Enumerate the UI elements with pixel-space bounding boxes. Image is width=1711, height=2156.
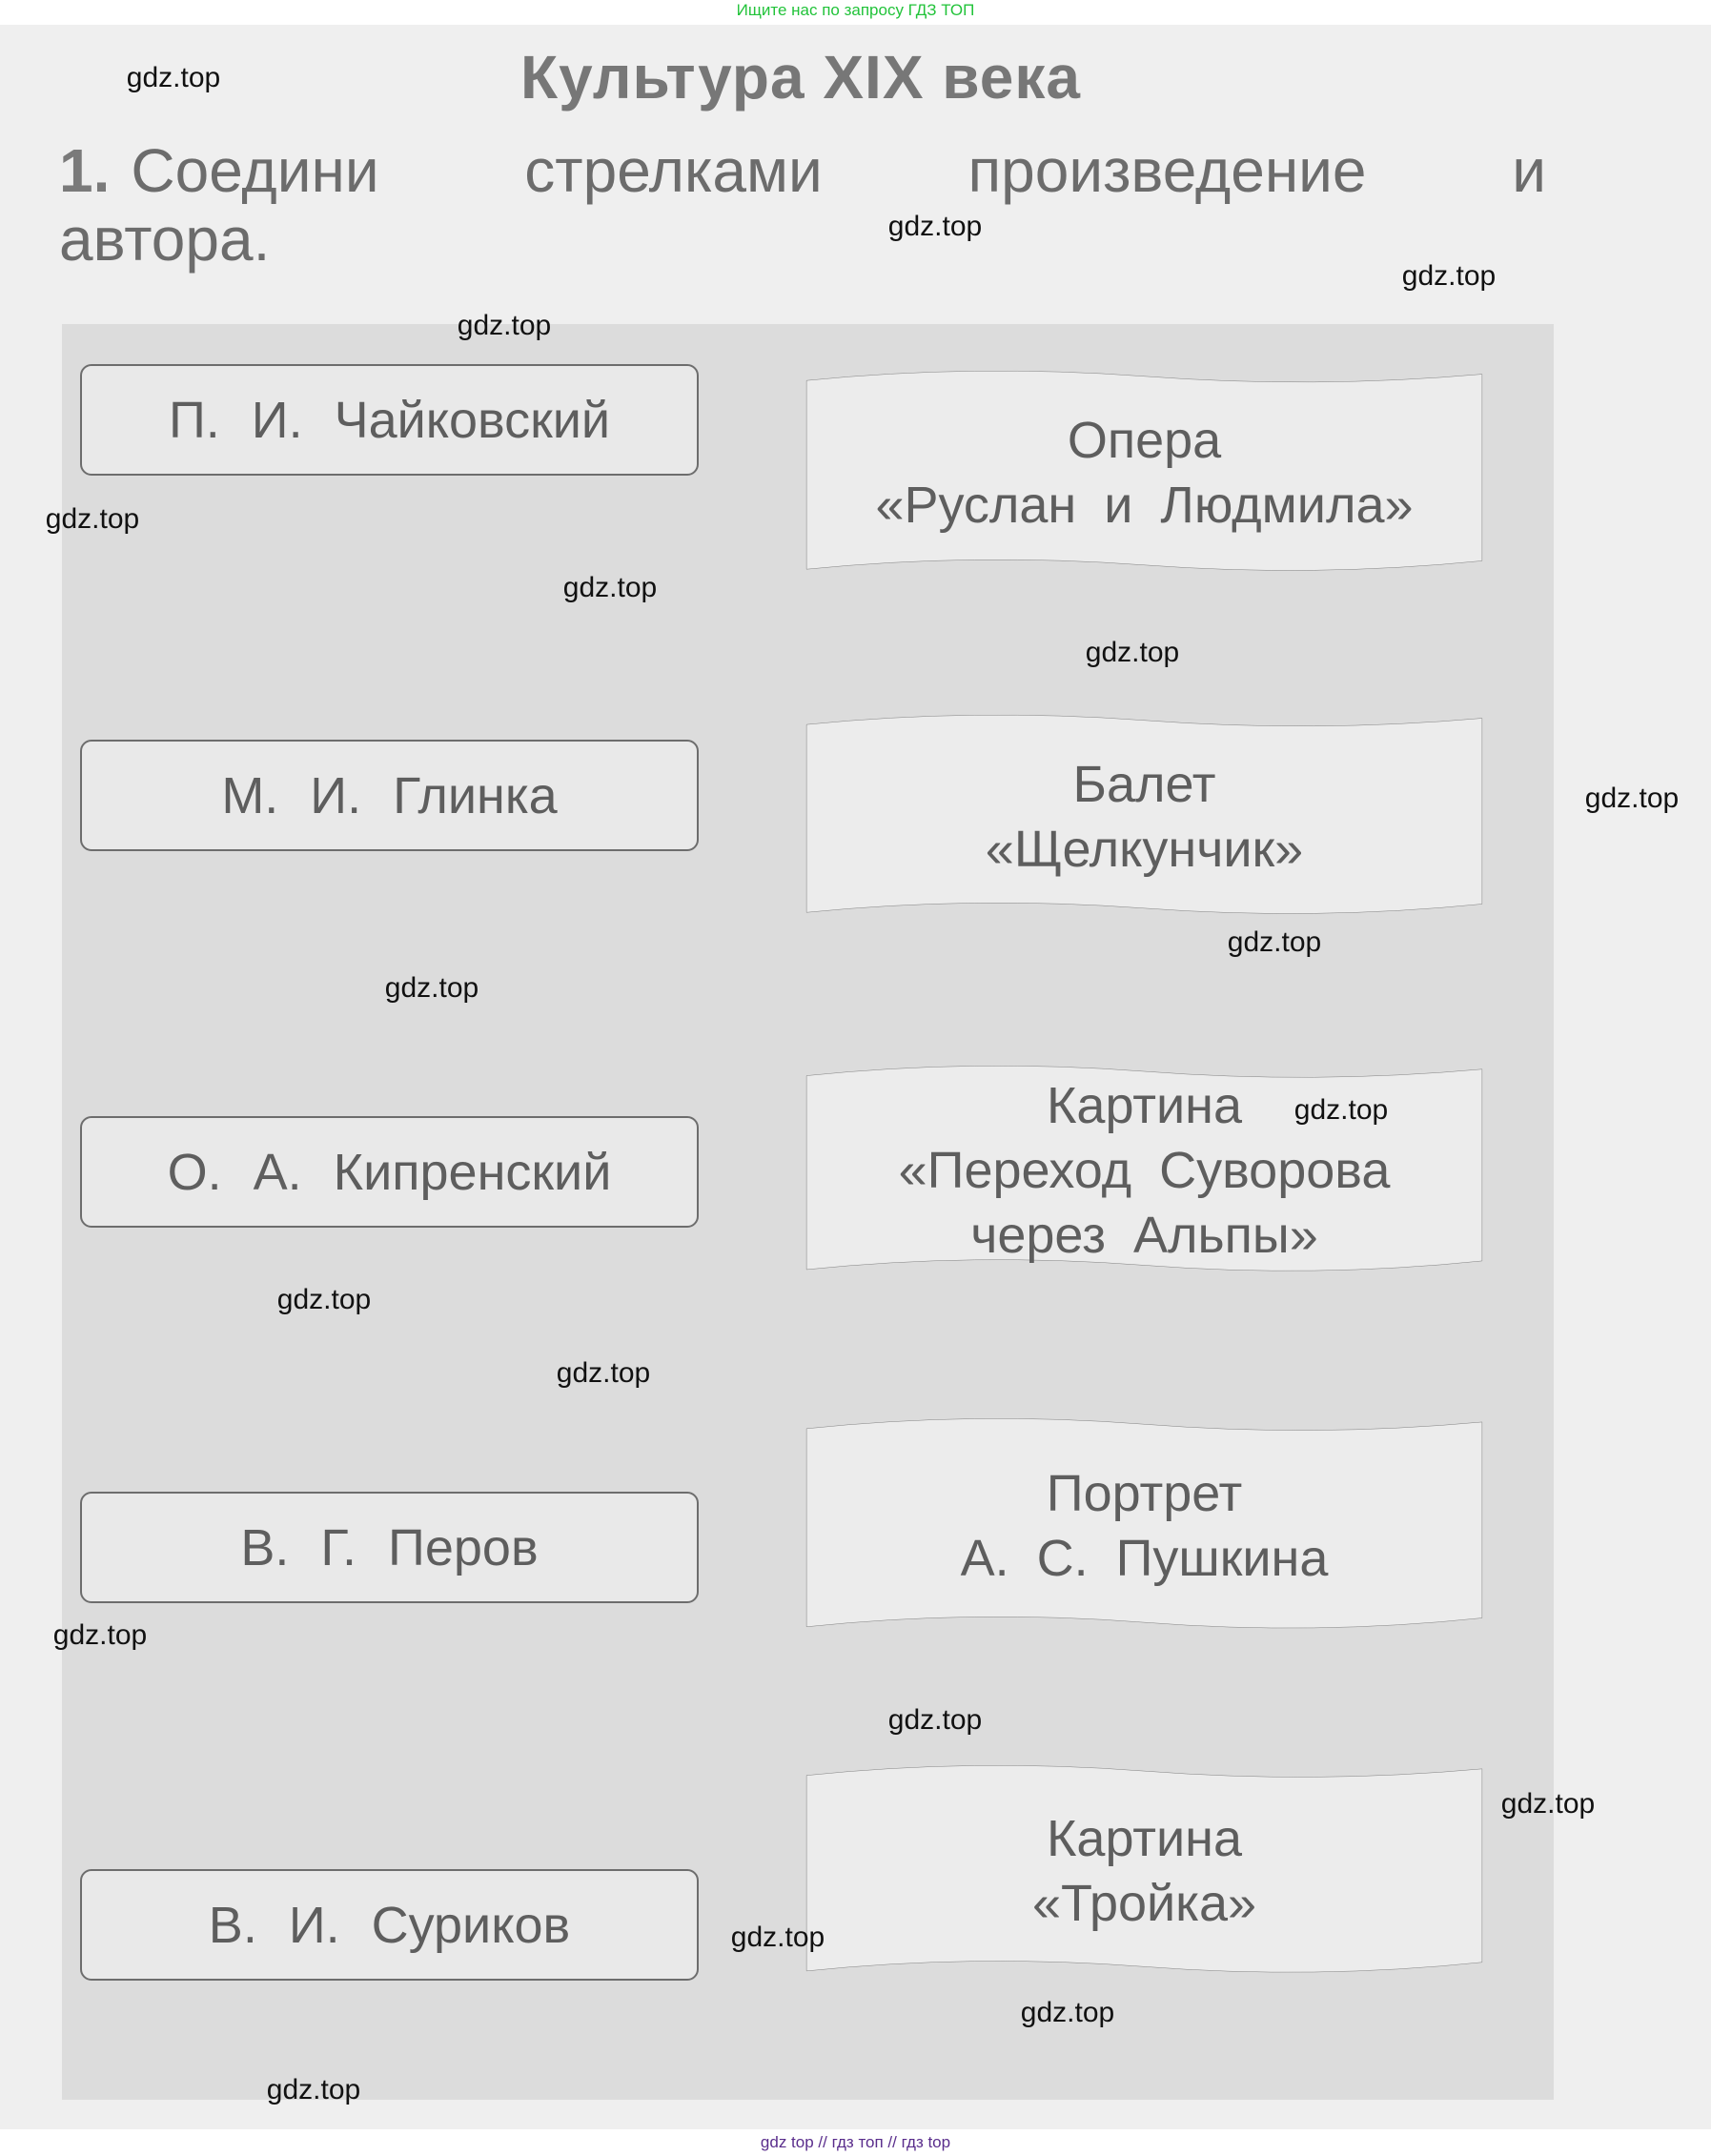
work-line-1: Опера [1067,412,1222,469]
watermark: gdz.top [45,503,140,535]
work-line-2: А. С. Пушкина [960,1529,1329,1587]
work-line-2: «Тройка» [1031,1875,1257,1932]
task-line-1: Соедини стрелками произведение и [131,136,1546,205]
watermark: gdz.top [730,1922,825,1953]
work-box-4[interactable]: Портрет А. С. Пушкина [805,1415,1484,1636]
bottom-banner-text: gdz top // гдз топ // гдз top [760,2133,951,2151]
bottom-banner: gdz top // гдз топ // гдз top [0,2129,1711,2156]
work-line-3: через Альпы» [970,1207,1318,1264]
watermark: gdz.top [1293,1094,1389,1126]
watermark: gdz.top [457,310,552,341]
watermark: gdz.top [1401,260,1497,292]
author-box-3[interactable]: О. А. Кипренский [80,1116,699,1228]
work-line-2: «Щелкунчик» [985,820,1304,878]
task-text: 1. Соедини стрелками произведение и [59,137,1546,204]
workbook-page: Культура XIX века 1. Соедини стрелками пр… [0,25,1711,2129]
work-line-1: Картина [1046,1077,1243,1134]
watermark: gdz.top [887,1704,983,1736]
work-box-2[interactable]: Балет «Щелкунчик» [805,712,1484,921]
page-title: Культура XIX века [520,43,1081,112]
author-box-1[interactable]: П. И. Чайковский [80,364,699,476]
wavy-frame [805,1762,1484,1980]
author-box-2[interactable]: М. И. Глинка [80,740,699,851]
author-box-4[interactable]: В. Г. Перов [80,1492,699,1603]
task-number: 1. [59,136,111,205]
work-line-1: Портрет [1046,1464,1243,1522]
work-line-2: «Переход Суворова [898,1142,1391,1199]
wavy-frame [805,368,1484,578]
top-banner: Ищите нас по запросу ГДЗ ТОП [0,0,1711,25]
work-line-2: «Руслан и Людмила» [875,477,1414,534]
work-box-1[interactable]: Опера «Руслан и Людмила» [805,368,1484,578]
work-box-5[interactable]: Картина «Тройка» [805,1762,1484,1980]
watermark: gdz.top [1020,1997,1115,2028]
watermark: gdz.top [52,1619,148,1651]
wavy-frame [805,1415,1484,1636]
top-banner-text: Ищите нас по запросу ГДЗ ТОП [736,1,975,19]
watermark: gdz.top [384,972,479,1004]
watermark: gdz.top [126,62,221,93]
watermark: gdz.top [266,2074,361,2105]
watermark: gdz.top [1584,783,1680,814]
watermark: gdz.top [1500,1788,1596,1820]
work-box-3[interactable]: Картина «Переход Суворова через Альпы» [805,1063,1484,1278]
watermark: gdz.top [562,572,658,603]
work-line-1: Балет [1072,755,1216,813]
watermark: gdz.top [556,1357,651,1389]
author-box-5[interactable]: В. И. Суриков [80,1869,699,1981]
work-line-1: Картина [1046,1810,1243,1867]
watermark: gdz.top [1085,637,1180,668]
watermark: gdz.top [1227,926,1322,958]
watermark: gdz.top [276,1284,372,1315]
watermark: gdz.top [887,211,983,242]
task-line-2: автора. [59,205,271,274]
wavy-frame [805,712,1484,921]
wavy-frame [805,1063,1484,1278]
